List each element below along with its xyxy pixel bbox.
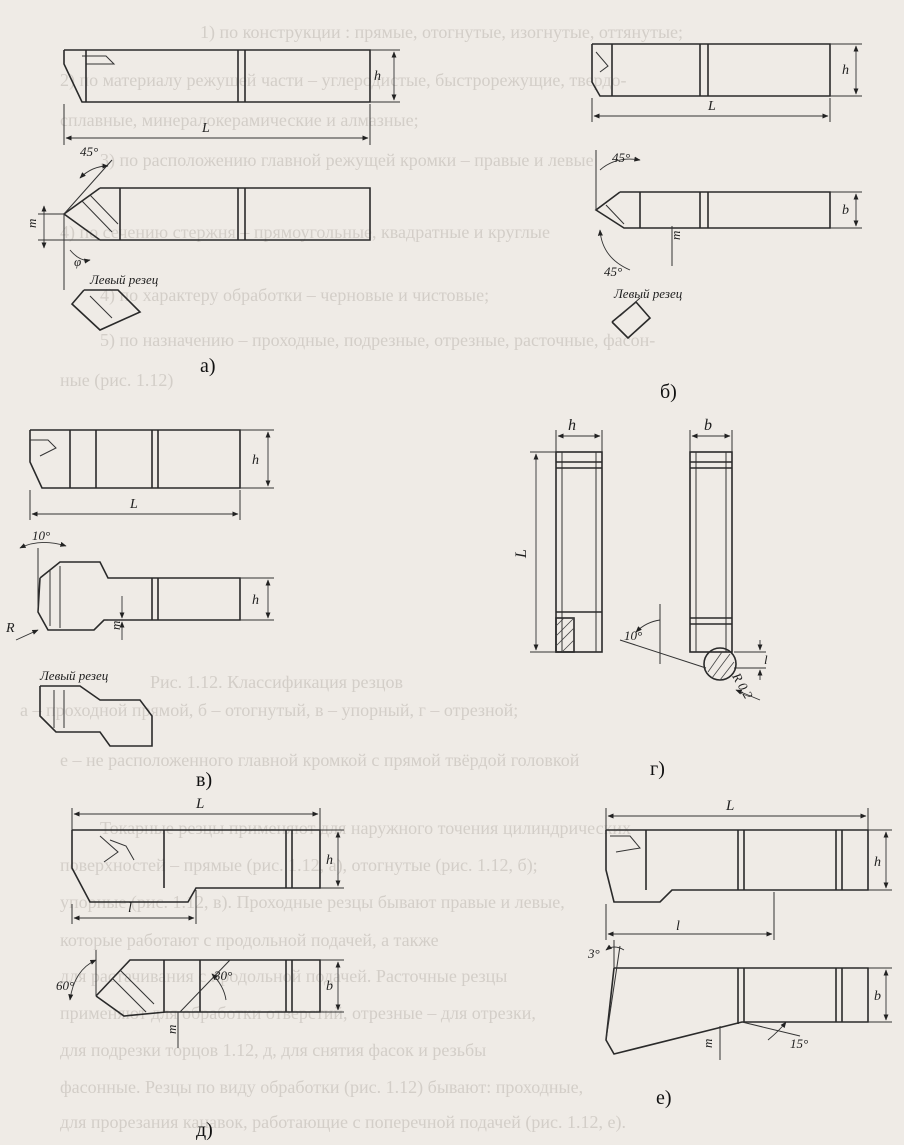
svg-text:30°: 30° bbox=[213, 968, 232, 983]
panel-b: h L 45° b m 45° Левый резец б) bbox=[591, 43, 862, 403]
svg-text:а): а) bbox=[200, 355, 216, 377]
svg-text:L: L bbox=[707, 99, 716, 114]
svg-text:l: l bbox=[128, 901, 132, 916]
svg-text:L: L bbox=[725, 798, 734, 814]
svg-text:3°: 3° bbox=[587, 946, 600, 961]
svg-text:Левый резец: Левый резец bbox=[89, 272, 159, 287]
svg-text:h: h bbox=[252, 593, 259, 608]
panel-v-side-view bbox=[29, 429, 274, 520]
svg-text:г): г) bbox=[650, 758, 665, 780]
svg-text:е): е) bbox=[656, 1087, 672, 1109]
svg-text:h: h bbox=[252, 453, 259, 468]
panel-e-side-view bbox=[605, 808, 892, 940]
svg-text:m: m bbox=[700, 1039, 715, 1048]
svg-text:Левый резец: Левый резец bbox=[39, 668, 109, 683]
panel-g-front-view bbox=[530, 430, 603, 653]
svg-text:m: m bbox=[164, 1025, 179, 1034]
svg-text:L: L bbox=[513, 549, 530, 559]
svg-text:45°: 45° bbox=[80, 144, 98, 159]
svg-text:h: h bbox=[874, 855, 881, 870]
svg-text:h: h bbox=[842, 63, 849, 78]
svg-text:60°: 60° bbox=[56, 978, 74, 993]
panel-b-top-view bbox=[594, 150, 862, 340]
svg-text:m: m bbox=[108, 621, 123, 630]
panel-v-top-view bbox=[15, 541, 274, 747]
svg-text:m: m bbox=[668, 231, 683, 240]
svg-text:10°: 10° bbox=[32, 528, 50, 543]
panel-d: L h l 60° 30° m b д) bbox=[56, 796, 344, 1141]
svg-text:10°: 10° bbox=[624, 628, 642, 643]
svg-text:б): б) bbox=[660, 381, 677, 403]
svg-text:b: b bbox=[842, 203, 849, 218]
panel-a: h L 45° m φ Левый резец а) bbox=[24, 49, 400, 377]
svg-text:h: h bbox=[374, 69, 381, 84]
svg-text:45°: 45° bbox=[612, 150, 630, 165]
panel-g-side-view bbox=[619, 430, 766, 701]
svg-text:R: R bbox=[5, 621, 15, 636]
svg-text:д): д) bbox=[196, 1119, 213, 1141]
svg-text:h: h bbox=[568, 417, 576, 434]
svg-text:φ: φ bbox=[74, 254, 81, 269]
panel-e-top-view bbox=[605, 940, 892, 1060]
panel-e: L h l 3° b m 15° е) bbox=[587, 798, 892, 1109]
svg-text:L: L bbox=[201, 121, 210, 136]
svg-text:L: L bbox=[129, 497, 138, 512]
svg-text:L: L bbox=[195, 796, 204, 812]
panel-a-side-view bbox=[63, 49, 400, 145]
svg-text:15°: 15° bbox=[790, 1036, 808, 1051]
svg-text:l: l bbox=[676, 919, 680, 934]
svg-text:b: b bbox=[326, 979, 333, 994]
panel-b-side-view bbox=[591, 43, 862, 122]
svg-text:m: m bbox=[24, 219, 39, 228]
panel-v: h L 10° h m R Левый резец в) bbox=[5, 429, 274, 791]
svg-text:b: b bbox=[704, 417, 712, 434]
svg-text:b: b bbox=[874, 989, 881, 1004]
svg-text:45°: 45° bbox=[604, 264, 622, 279]
svg-text:в): в) bbox=[196, 769, 212, 791]
svg-text:l: l bbox=[764, 652, 768, 667]
svg-text:Левый резец: Левый резец bbox=[613, 286, 683, 301]
panel-a-top-view bbox=[38, 159, 371, 331]
panel-d-side-view bbox=[71, 808, 344, 924]
svg-text:h: h bbox=[326, 853, 333, 868]
panel-g: h b L 10° l R 0,2 г) bbox=[513, 417, 768, 780]
panel-d-top-view bbox=[68, 950, 344, 1048]
